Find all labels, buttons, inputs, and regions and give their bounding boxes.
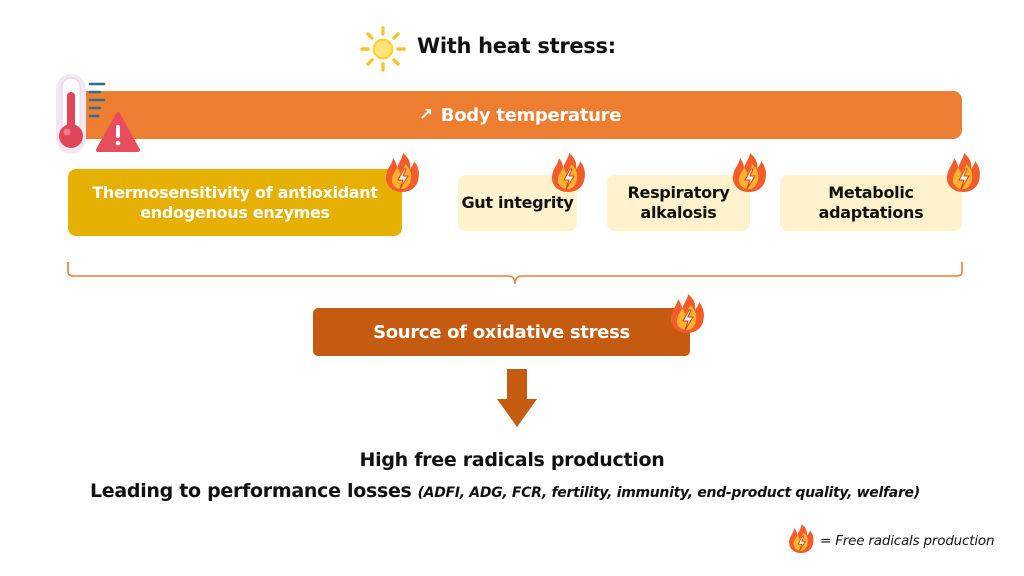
flame-icon [670, 294, 704, 333]
arrow-down-icon [497, 369, 537, 427]
grouping-bracket [67, 262, 963, 285]
factor-metabolic-adaptations: Metabolic adaptations [780, 175, 962, 231]
page-title: With heat stress: [417, 34, 616, 58]
outcome-line-2: Leading to performance losses (ADFI, ADG,… [90, 480, 920, 502]
flame-icon [385, 153, 419, 192]
factor-respiratory-alkalosis: Respiratory alkalosis [607, 175, 750, 231]
legend-text: = Free radicals production [820, 533, 995, 549]
legend-flame-icon [789, 524, 814, 553]
flame-icon [732, 153, 766, 192]
sun-icon [360, 26, 406, 72]
factor-gut-integrity: Gut integrity [458, 175, 577, 231]
body-temperature-bar: ↗ Body temperature [78, 91, 962, 139]
factor-enzymes: Thermosensitivity of antioxidant endogen… [68, 169, 402, 236]
flame-icon [946, 153, 980, 192]
outcome-line-1: High free radicals production [359, 449, 665, 471]
flame-icon [551, 153, 585, 192]
body-temperature-label: Body temperature [440, 104, 622, 126]
source-oxidative-stress-bar: Source of oxidative stress [313, 308, 690, 356]
thermometer-warning-icon [56, 74, 140, 154]
arrow-up-right-icon: ↗ [418, 105, 433, 125]
outcome-main-text: Leading to performance losses [90, 480, 412, 502]
outcome-detail-text: (ADFI, ADG, FCR, fertility, immunity, en… [417, 485, 921, 501]
